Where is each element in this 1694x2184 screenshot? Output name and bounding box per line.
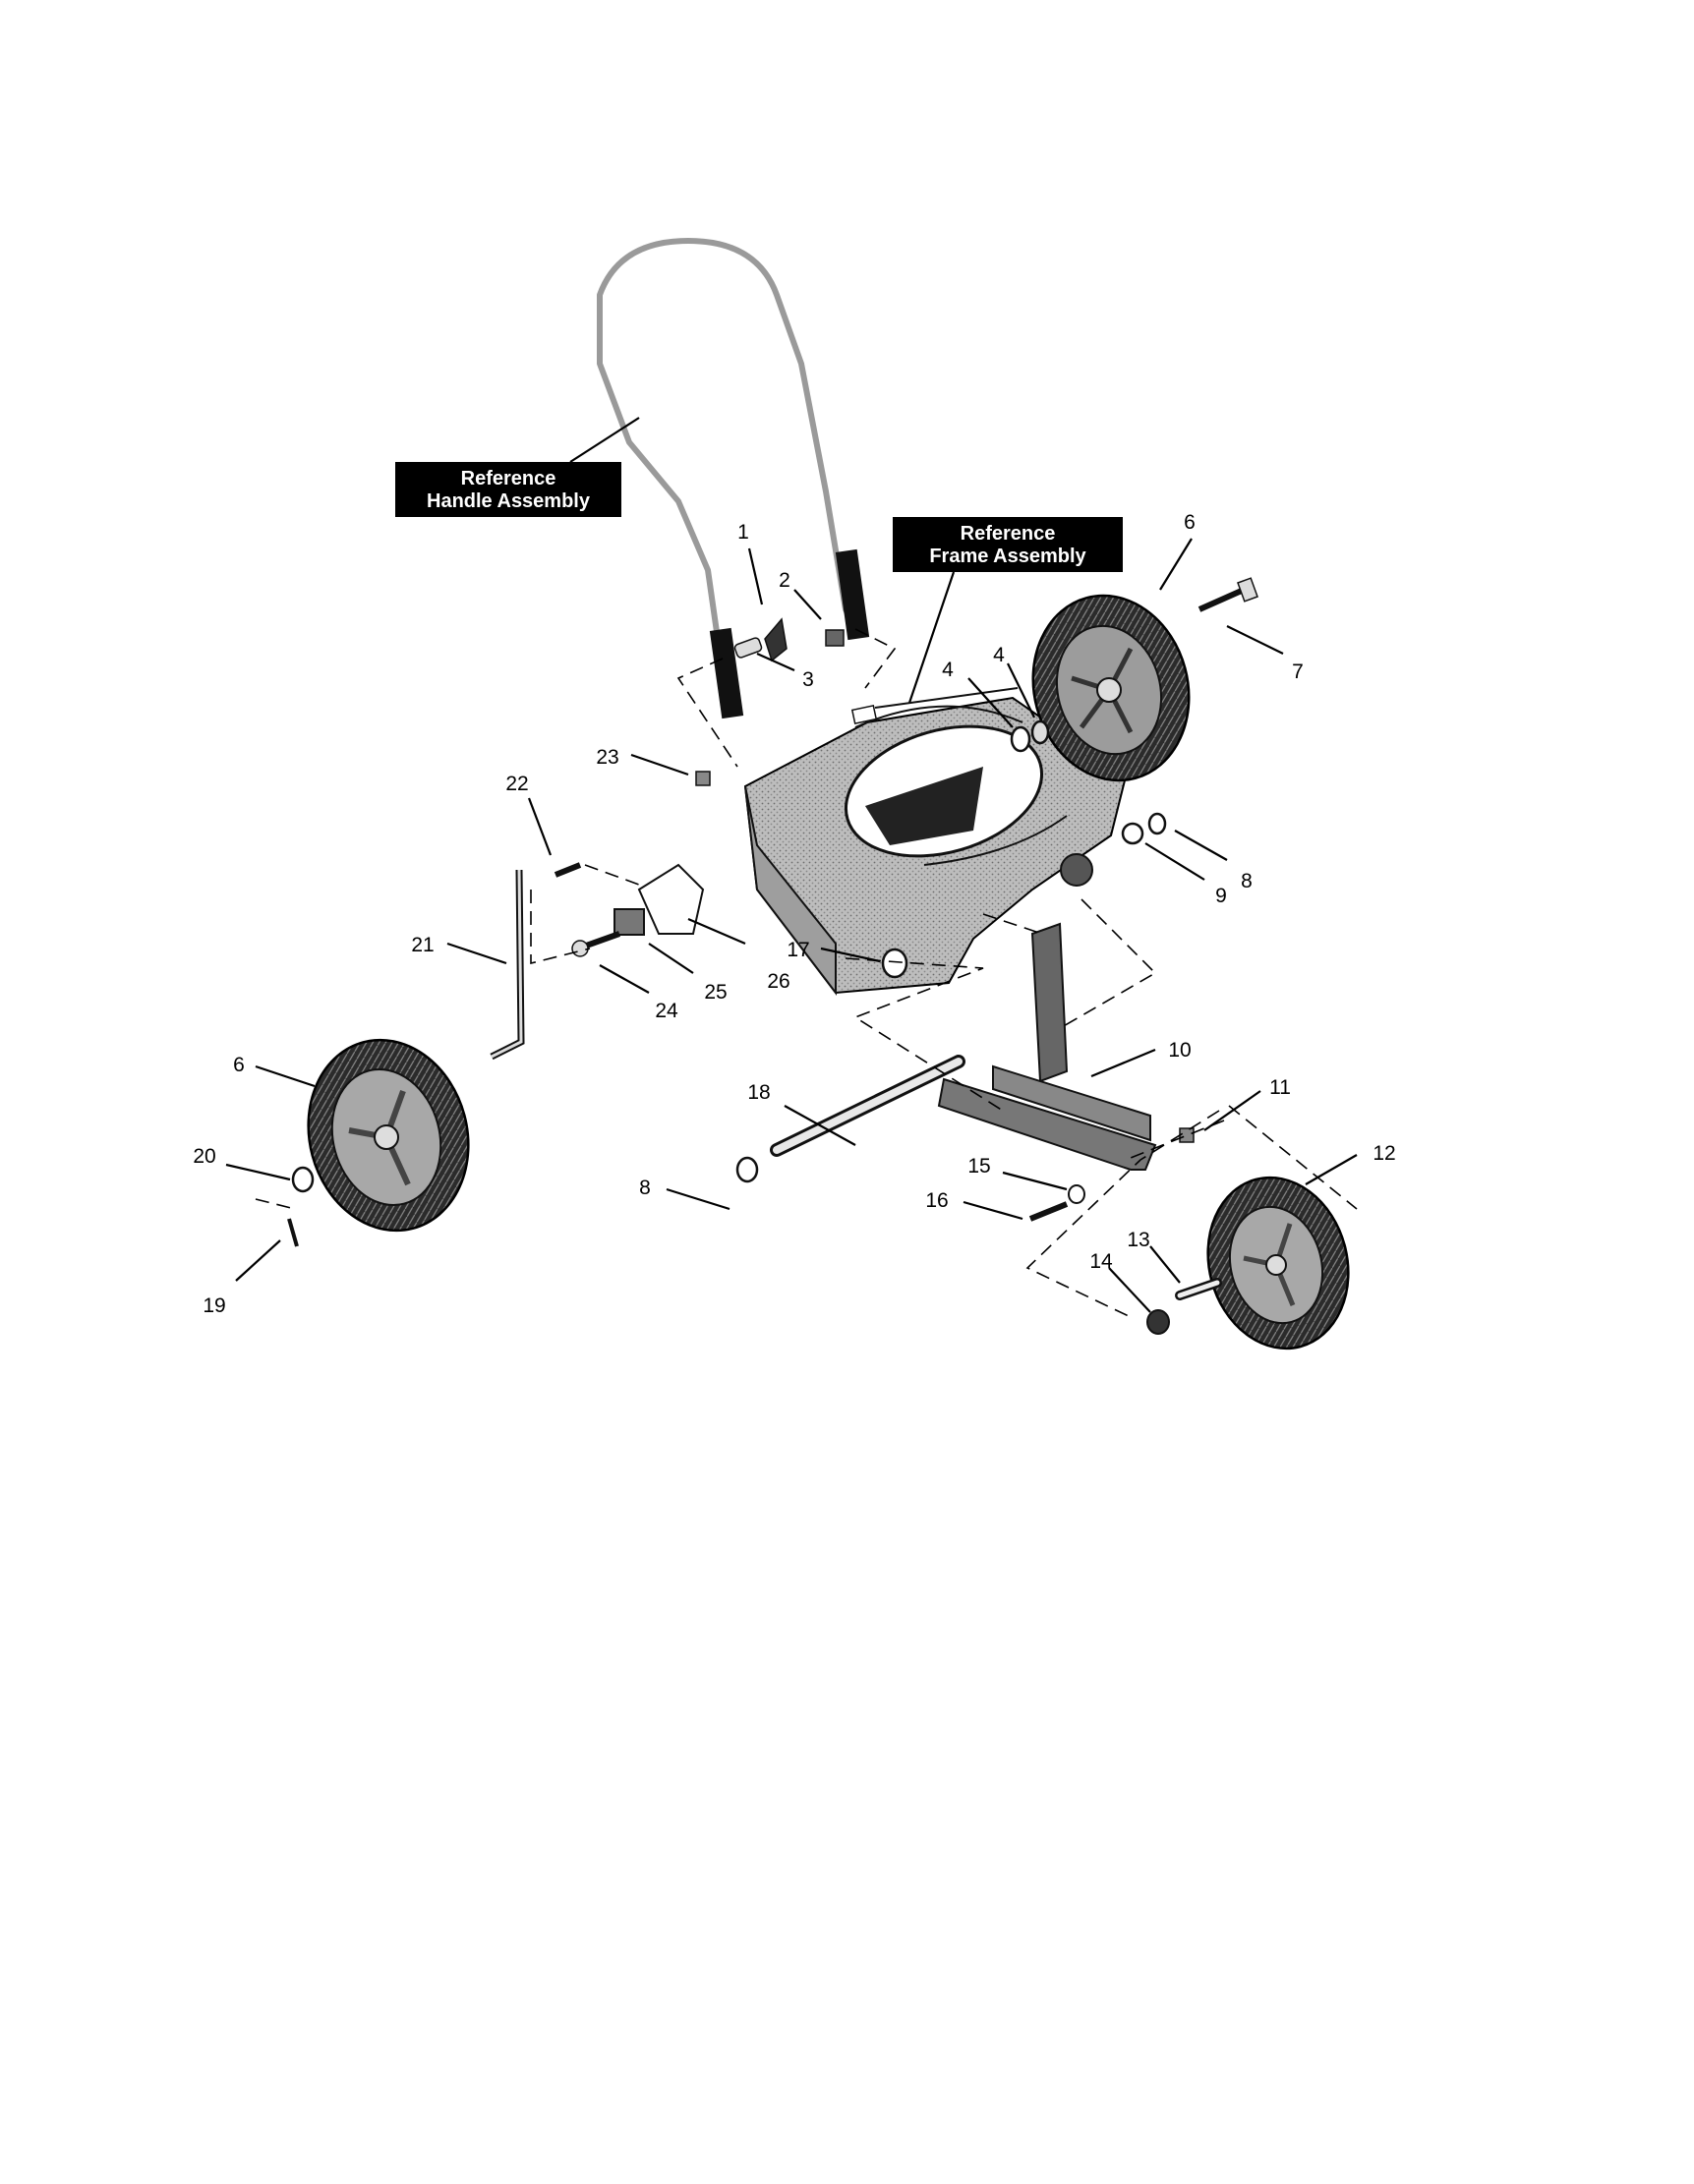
callout-24: 24 xyxy=(655,1000,678,1022)
reference-handle-line1: Reference xyxy=(461,468,556,489)
callout-13: 13 xyxy=(1127,1229,1149,1251)
callout-10: 10 xyxy=(1168,1039,1191,1062)
callout-2: 2 xyxy=(779,569,790,592)
callout-11: 11 xyxy=(1269,1076,1291,1099)
front-axle-fork xyxy=(937,922,1157,1171)
callout-20: 20 xyxy=(193,1145,215,1168)
callout-22: 22 xyxy=(505,773,528,795)
callout-3: 3 xyxy=(802,668,814,691)
callout-12: 12 xyxy=(1373,1142,1395,1165)
callout-14: 14 xyxy=(1089,1250,1113,1273)
assembly-dashed-lines xyxy=(255,628,1358,1318)
handle-assembly xyxy=(597,238,870,719)
callout-23: 23 xyxy=(596,746,618,769)
reference-frame-line1: Reference xyxy=(961,523,1056,545)
callout-1: 1 xyxy=(737,521,749,544)
reference-frame-label: Reference Frame Assembly xyxy=(893,517,1123,704)
callout-17: 17 xyxy=(787,939,809,961)
reference-handle-label: Reference Handle Assembly xyxy=(395,417,640,517)
callout-16: 16 xyxy=(925,1189,948,1212)
callout-numbers: 1 2 3 4 4 6 7 8 9 23 22 21 17 26 25 24 1… xyxy=(193,511,1395,1317)
callout-25: 25 xyxy=(704,981,727,1004)
callout-4a: 4 xyxy=(942,659,954,681)
callout-8b: 8 xyxy=(639,1177,651,1199)
wheel-rear-right xyxy=(1031,594,1191,782)
callout-8a: 8 xyxy=(1241,870,1253,892)
reference-handle-line2: Handle Assembly xyxy=(427,490,591,512)
callout-leaders xyxy=(225,538,1358,1313)
callout-9: 9 xyxy=(1215,885,1227,907)
wheel-front-right xyxy=(1206,1176,1350,1351)
callout-15: 15 xyxy=(967,1155,990,1178)
callout-21: 21 xyxy=(411,934,434,956)
reference-frame-line2: Frame Assembly xyxy=(929,546,1086,567)
callout-18: 18 xyxy=(747,1081,770,1104)
callout-7: 7 xyxy=(1292,661,1304,683)
callout-4b: 4 xyxy=(993,644,1005,666)
callout-19: 19 xyxy=(203,1294,225,1317)
callout-6b: 6 xyxy=(233,1054,245,1076)
hardware-parts xyxy=(287,577,1258,1335)
frame-assembly xyxy=(743,687,1128,996)
callout-6a: 6 xyxy=(1184,511,1196,534)
callout-26: 26 xyxy=(767,970,789,993)
wheel-rear-left xyxy=(307,1038,470,1233)
